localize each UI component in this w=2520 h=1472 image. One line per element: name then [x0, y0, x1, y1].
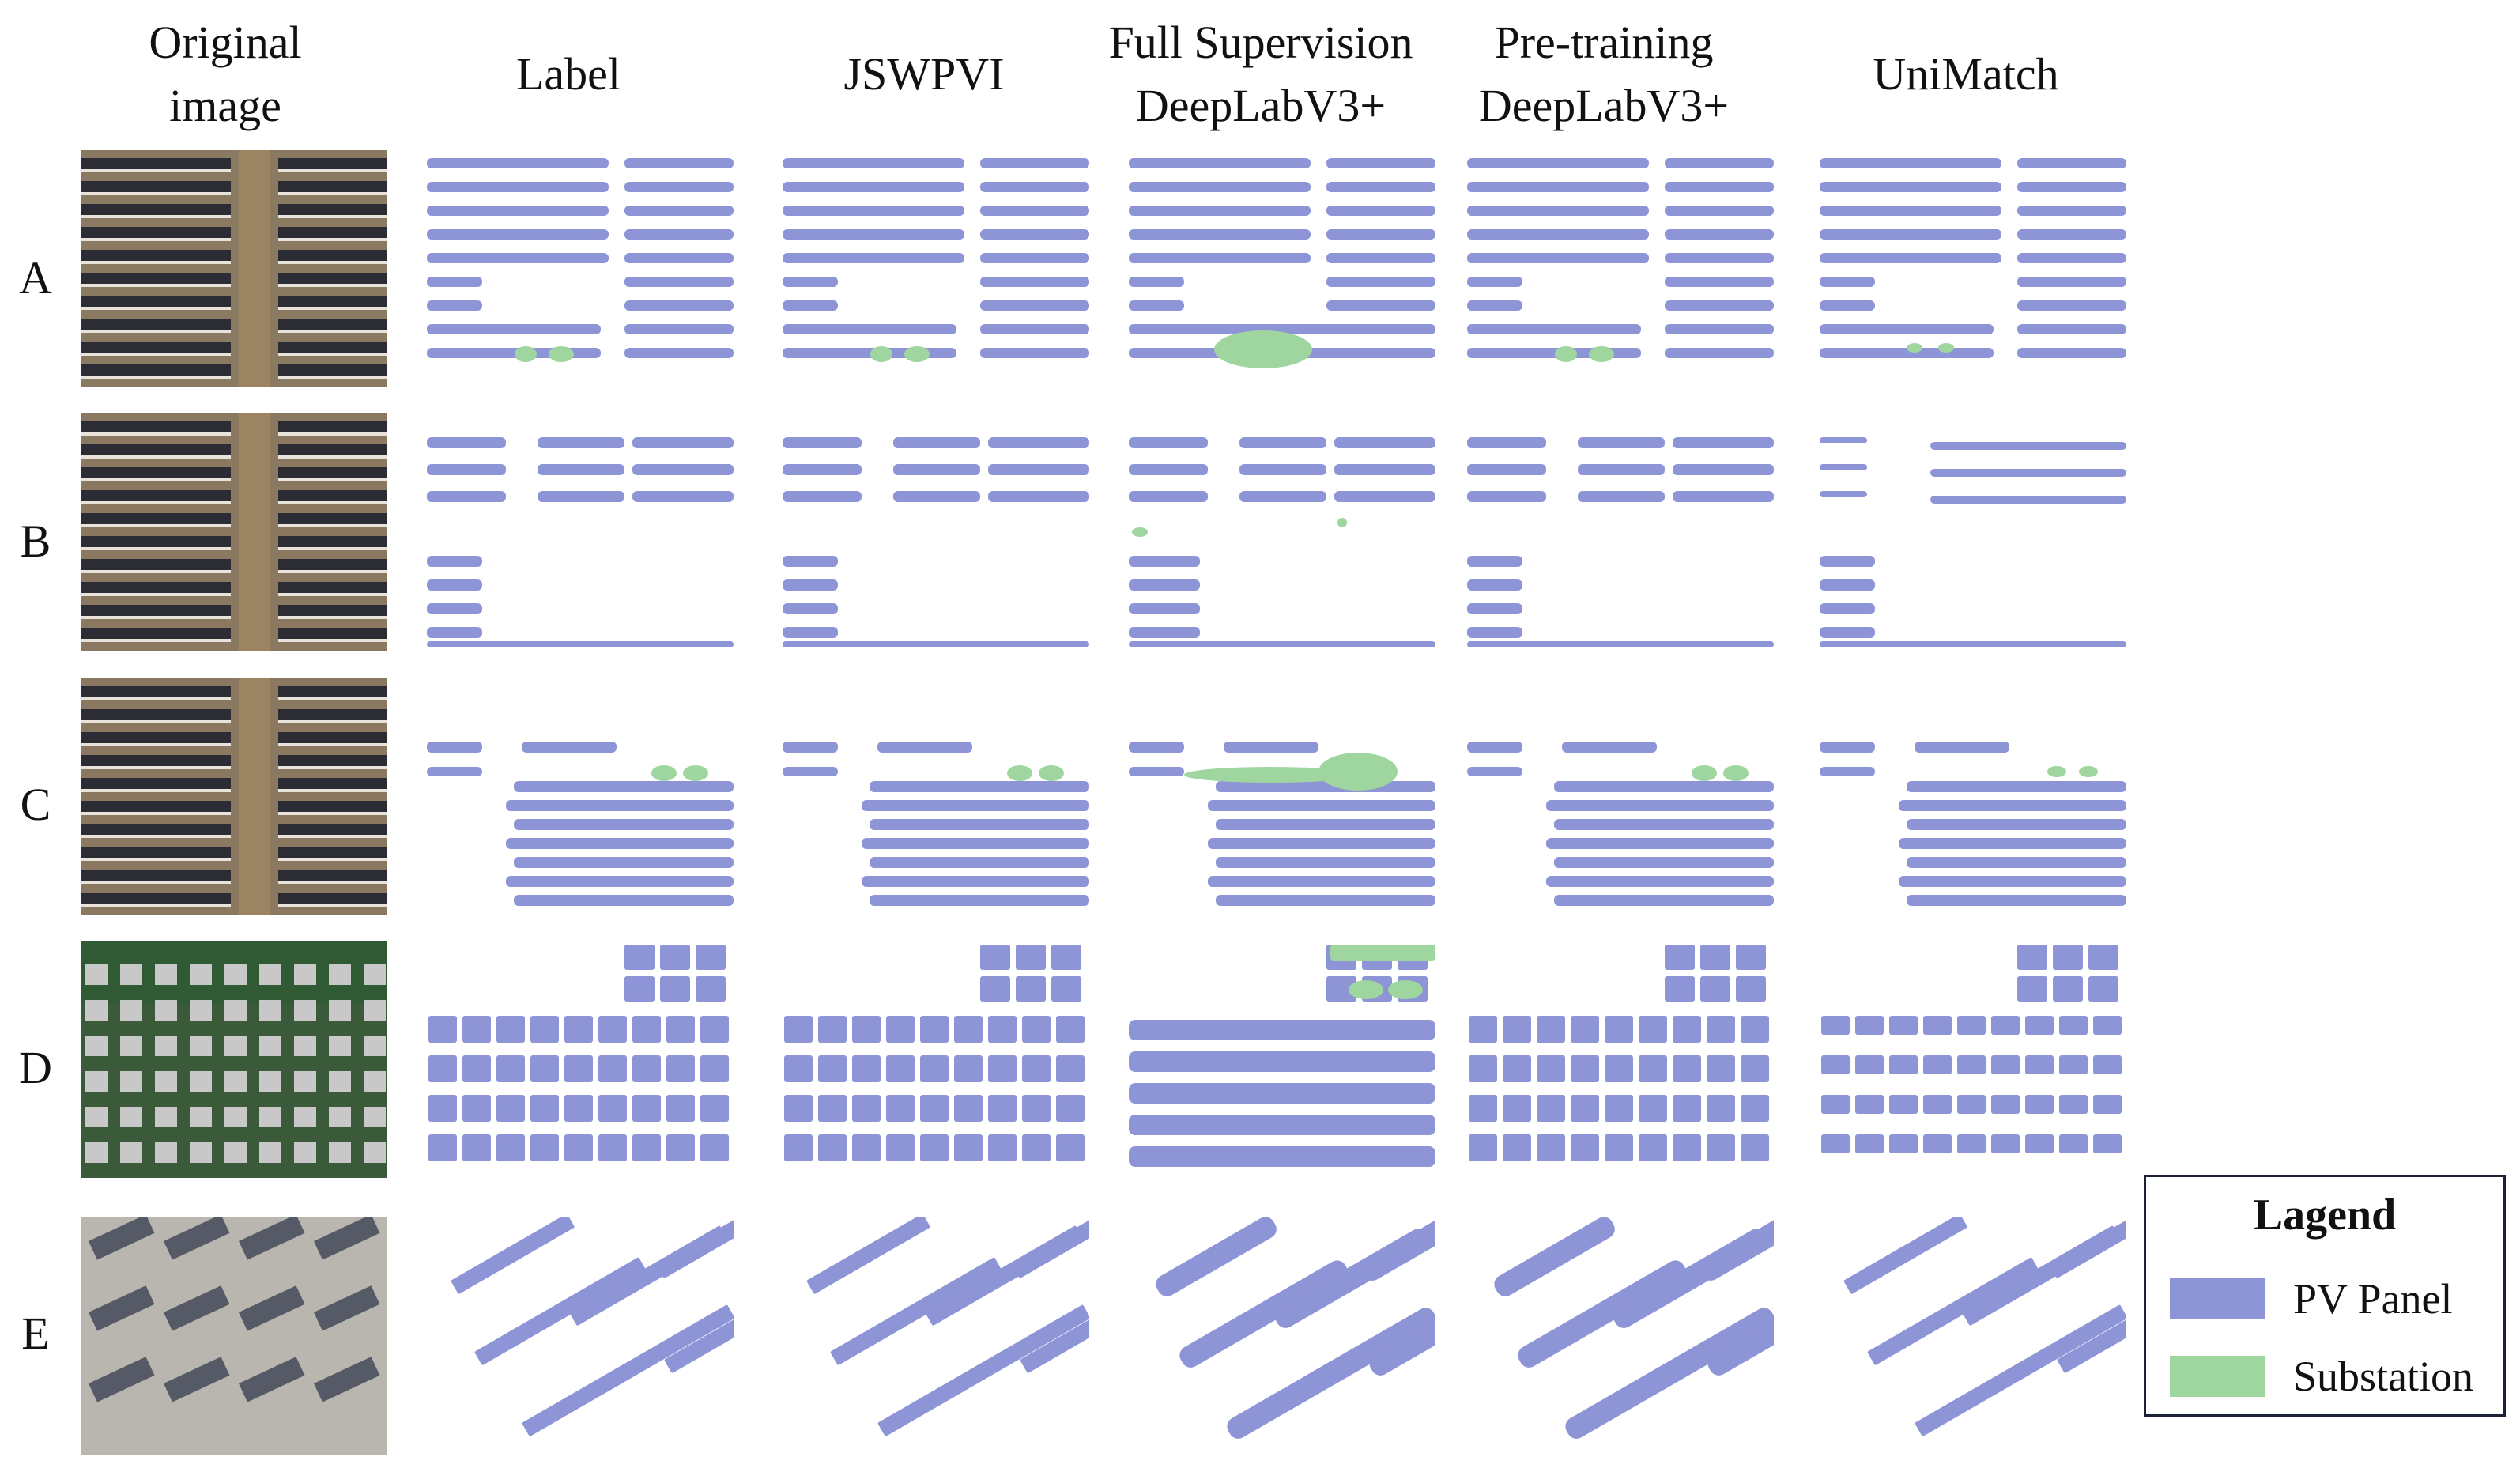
segmentation-mask [427, 742, 734, 906]
column-header-label: Label [406, 43, 730, 106]
segmentation-mask [1467, 158, 1774, 362]
header-text: UniMatch [1873, 48, 2059, 100]
tile-e-pretraining [1467, 1217, 1774, 1455]
segmentation-mask [1129, 158, 1435, 368]
segmentation-mask [1156, 1217, 1435, 1439]
pv-panel-swatch [2170, 1278, 2265, 1319]
segmentation-mask [1129, 945, 1435, 1167]
tile-d-jswpvi [783, 941, 1089, 1178]
aerial-image [81, 941, 387, 1178]
tile-a-jswpvi [783, 150, 1089, 387]
header-text: JSWPVI [843, 48, 1005, 100]
tile-c-jswpvi [783, 678, 1089, 915]
tile-e-label [427, 1217, 734, 1455]
segmentation-mask [428, 945, 729, 1161]
header-text: Pre-training DeepLabV3+ [1478, 17, 1730, 131]
legend-label: Substation [2293, 1353, 2474, 1400]
tile-e-original [81, 1217, 387, 1455]
column-header-full-supervision: Full Supervision DeepLabV3+ [1099, 11, 1423, 138]
column-header-original: Original image [63, 11, 387, 138]
tile-a-pretraining [1467, 150, 1774, 387]
row-header-d: D [19, 1042, 52, 1093]
tile-d-original [81, 941, 387, 1178]
header-text: Full Supervision DeepLabV3+ [1108, 17, 1413, 131]
tile-b-full-supervision [1129, 413, 1435, 651]
segmentation-mask [783, 742, 1089, 906]
row-header-c: C [20, 779, 51, 830]
segmentation-mask [1129, 742, 1435, 906]
segmentation-mask [1469, 945, 1769, 1161]
tile-e-unimatch [1820, 1217, 2126, 1455]
tile-c-label [427, 678, 734, 915]
aerial-image [81, 150, 387, 387]
tile-d-pretraining [1467, 941, 1774, 1178]
tile-a-original [81, 150, 387, 387]
tile-b-label [427, 413, 734, 651]
segmentation-mask [427, 158, 734, 362]
tile-d-label [427, 941, 734, 1178]
segmentation-mask [1129, 437, 1435, 647]
tile-c-full-supervision [1129, 678, 1435, 915]
row-header-e: E [21, 1308, 50, 1359]
legend-label: PV Panel [2293, 1275, 2453, 1323]
column-header-pretraining: Pre-training DeepLabV3+ [1442, 11, 1766, 138]
segmentation-mask [1494, 1217, 1774, 1439]
segmentation-mask [1467, 437, 1774, 647]
segmentation-mask [1843, 1217, 2126, 1436]
tile-a-label [427, 150, 734, 387]
segmentation-mask [783, 158, 1089, 362]
column-header-jswpvi: JSWPVI [762, 43, 1086, 106]
segmentation-mask [1820, 742, 2126, 906]
tile-a-full-supervision [1129, 150, 1435, 387]
segmentation-mask [451, 1217, 734, 1436]
segmentation-mask [1820, 158, 2126, 358]
segmentation-mask [427, 437, 734, 647]
header-text: Original image [149, 17, 302, 131]
segmentation-mask [1820, 437, 2126, 647]
legend: Lagend PV Panel Substation [2144, 1175, 2506, 1417]
tile-c-unimatch [1820, 678, 2126, 915]
tile-e-full-supervision [1129, 1217, 1435, 1455]
aerial-image [81, 678, 387, 915]
tile-c-pretraining [1467, 678, 1774, 915]
aerial-image [81, 1217, 387, 1455]
segmentation-mask [806, 1217, 1089, 1436]
substation-swatch [2170, 1356, 2265, 1397]
tile-a-unimatch [1820, 150, 2126, 387]
segmentation-mask [783, 437, 1089, 647]
header-text: Label [515, 48, 621, 100]
tile-c-original [81, 678, 387, 915]
tile-b-original [81, 413, 387, 651]
row-header-a: A [19, 252, 52, 304]
tile-e-jswpvi [783, 1217, 1089, 1455]
aerial-image [81, 413, 387, 651]
segmentation-mask [1821, 945, 2122, 1153]
segmentation-mask [784, 945, 1085, 1161]
tile-b-unimatch [1820, 413, 2126, 651]
tile-b-jswpvi [783, 413, 1089, 651]
legend-title: Lagend [2253, 1191, 2397, 1240]
segmentation-mask [1467, 742, 1774, 906]
column-header-unimatch: UniMatch [1804, 43, 2128, 106]
tile-b-pretraining [1467, 413, 1774, 651]
tile-d-full-supervision [1129, 941, 1435, 1178]
tile-d-unimatch [1820, 941, 2126, 1178]
row-header-b: B [20, 515, 51, 567]
